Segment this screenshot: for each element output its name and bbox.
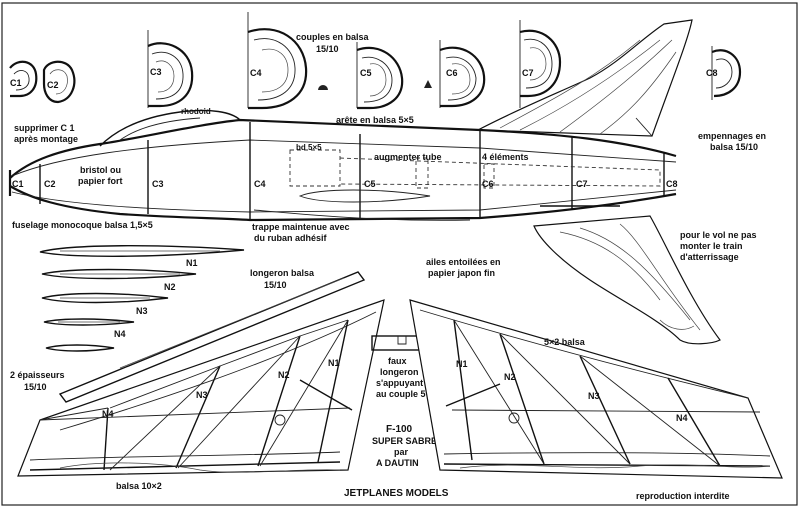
former-c5: C5 <box>356 46 404 110</box>
flight-note-2: monter le train <box>680 241 743 251</box>
triangle-mark-icon <box>424 80 432 88</box>
thickness-label-1: 2 épaisseurs <box>10 370 65 380</box>
left-wing-n4-label: N4 <box>102 409 114 419</box>
couples-title: couples en balsa <box>296 32 370 42</box>
former-c1: C1 <box>9 60 38 98</box>
hole-mark-icon <box>317 84 328 90</box>
thickness-label-2: 15/10 <box>24 382 47 392</box>
after-assembly-label: après montage <box>14 134 78 144</box>
frame-c5-label: C5 <box>364 179 376 189</box>
former-c1-label: C1 <box>10 78 22 88</box>
rhodoid-label: rhodoid <box>181 107 211 116</box>
balsa-52-label: 5×2 balsa <box>544 337 586 347</box>
frame-c4-label: C4 <box>254 179 266 189</box>
flight-note-1: pour le vol ne pas <box>680 230 757 240</box>
longeron-label-1: longeron balsa <box>250 268 315 278</box>
former-c6-label: C6 <box>446 68 458 78</box>
title-author: A DAUTIN <box>376 458 419 468</box>
title-block: F-100 SUPER SABRE par A DAUTIN <box>372 424 437 468</box>
trap-label-2: du ruban adhésif <box>254 233 328 243</box>
rights-label: reproduction interdite <box>636 491 730 501</box>
former-c3: C3 rhodoid <box>147 42 211 116</box>
right-wing-n4-label: N4 <box>676 413 688 423</box>
publisher-label: JETPLANES MODELS <box>344 488 449 499</box>
former-c7: C7 <box>519 29 562 98</box>
faux-label-4: au couple 5 <box>376 389 426 399</box>
rib-n4-label: N4 <box>114 329 126 339</box>
left-wing: N4 N3 N2 N1 <box>17 299 385 477</box>
former-c4-label: C4 <box>250 68 262 78</box>
vertical-fin <box>475 19 693 137</box>
wing-note-1: ailes entoilées en <box>426 257 501 267</box>
left-wing-n1-label: N1 <box>328 358 340 368</box>
ridge-label: arête en balsa 5×5 <box>336 115 414 125</box>
frame-c3-label: C3 <box>152 179 164 189</box>
faux-label-3: s'appuyant <box>376 378 423 388</box>
rib-profiles: N1 N2 N3 N4 <box>39 245 245 352</box>
horizontal-stabilizer <box>533 215 721 345</box>
title-subname: SUPER SABRE <box>372 436 437 446</box>
former-c4: C4 <box>247 28 308 110</box>
tail-label-1: empennages en <box>698 131 766 141</box>
title-name: F-100 <box>386 424 413 435</box>
trap-label-1: trappe maintenue avec <box>252 222 350 232</box>
left-wing-n2-label: N2 <box>278 370 290 380</box>
couples-thickness: 15/10 <box>316 44 339 54</box>
left-wing-n3-label: N3 <box>196 390 208 400</box>
remove-c1-label: supprimer C 1 <box>14 123 75 133</box>
wing-note-2: papier japon fin <box>428 268 495 278</box>
monocoque-label: fuselage monocoque balsa 1,5×5 <box>12 220 153 230</box>
former-c2: C2 <box>42 60 76 104</box>
former-c8: C8 <box>706 46 742 100</box>
longeron-label-2: 15/10 <box>264 280 287 290</box>
longeron-strip: longeron balsa 15/10 <box>58 268 366 403</box>
frame-c6-label: C6 <box>482 179 494 189</box>
frame-c7-label: C7 <box>576 179 588 189</box>
bristol-label-2: papier fort <box>78 176 123 186</box>
title-by: par <box>394 447 409 457</box>
former-c5-label: C5 <box>360 68 372 78</box>
formers-row: C1 C2 C3 rhodoid C4 couples en balsa 15/… <box>9 12 742 116</box>
frame-c1-label: C1 <box>12 179 24 189</box>
rib-n1-label: N1 <box>186 258 198 268</box>
bristol-label-1: bristol ou <box>80 165 121 175</box>
frame-c2-label: C2 <box>44 179 56 189</box>
tail-label-2: balsa 15/10 <box>710 142 758 152</box>
right-wing-n3-label: N3 <box>588 391 600 401</box>
former-c6: C6 <box>439 46 486 108</box>
right-wing-n1-label: N1 <box>456 359 468 369</box>
former-c7-label: C7 <box>522 68 534 78</box>
rib-n3-label: N3 <box>136 306 148 316</box>
balsa-10-label: balsa 10×2 <box>116 481 162 491</box>
augment-tube-label: augmenter tube <box>374 152 442 162</box>
fuselage-side-view: C1 C2 C3 C4 C5 C6 C7 C8 supprimer C 1 ap… <box>8 19 693 243</box>
right-wing: N1 N2 N3 N4 <box>409 299 783 479</box>
faux-label-1: faux <box>388 356 407 366</box>
frame-c8-label: C8 <box>666 179 678 189</box>
right-wing-n2-label: N2 <box>504 372 516 382</box>
former-c8-label: C8 <box>706 68 718 78</box>
former-c3-label: C3 <box>150 67 162 77</box>
former-c2-label: C2 <box>47 80 59 90</box>
elements-label: 4 éléments <box>482 152 529 162</box>
rib-n2-label: N2 <box>164 282 176 292</box>
faux-label-2: longeron <box>380 367 419 377</box>
bd-label: bd 5×5 <box>296 143 322 152</box>
flight-note-3: d'atterrissage <box>680 252 739 262</box>
